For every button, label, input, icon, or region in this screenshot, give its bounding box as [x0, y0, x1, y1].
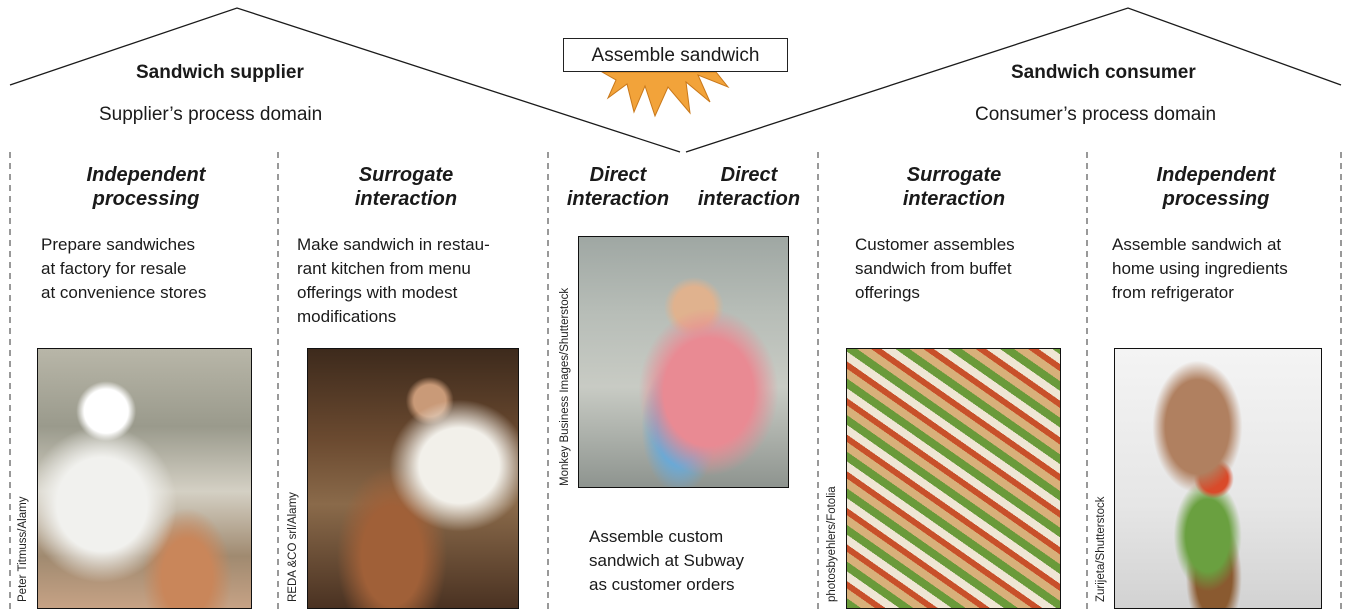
assemble-sandwich-label: Assemble sandwich: [563, 38, 788, 72]
col4-photo-credit: photosbyehlers/Fotolia: [826, 486, 838, 602]
col1-description: Prepare sandwiches at factory for resale…: [41, 235, 207, 302]
col3-description: Assemble custom sandwich at Subway as cu…: [589, 527, 744, 594]
restaurant-kitchen-photo: [307, 348, 519, 609]
col3-title-consumer-side: Direct interaction: [697, 164, 801, 210]
col5-description: Assemble sandwich at home using ingredie…: [1112, 235, 1288, 302]
subway-counter-photo: [578, 236, 789, 488]
col2-description: Make sandwich in restau- rant kitchen fr…: [297, 235, 490, 326]
home-sandwich-photo: [1114, 348, 1322, 609]
col1-photo-credit: Peter Titmuss/Alamy: [17, 496, 29, 602]
starburst-icon: [600, 71, 730, 118]
consumer-roof: [685, 7, 1342, 153]
supplier-domain-label: Supplier’s process domain: [99, 104, 323, 125]
col2-photo-credit: REDA &CO srl/Alamy: [287, 492, 299, 602]
col5-photo-credit: Zurijeta/Shutterstock: [1095, 496, 1107, 602]
col3-photo-credit: Monkey Business Images/Shutterstock: [559, 287, 571, 486]
col2-title: Surrogate interaction: [354, 164, 458, 210]
col5-title: Independent processing: [1156, 164, 1276, 210]
consumer-title: Sandwich consumer: [1011, 62, 1196, 83]
supplier-roof: [9, 7, 681, 153]
factory-workers-photo: [37, 348, 252, 609]
consumer-domain-label: Consumer’s process domain: [975, 104, 1217, 125]
col4-title: Surrogate interaction: [902, 164, 1006, 210]
buffet-sandwiches-photo: [846, 348, 1061, 609]
col1-title: Independent processing: [86, 164, 206, 210]
supplier-title: Sandwich supplier: [136, 62, 304, 83]
col4-description: Customer assembles sandwich from buffet …: [855, 235, 1015, 302]
col3-title-supplier-side: Direct interaction: [566, 164, 670, 210]
